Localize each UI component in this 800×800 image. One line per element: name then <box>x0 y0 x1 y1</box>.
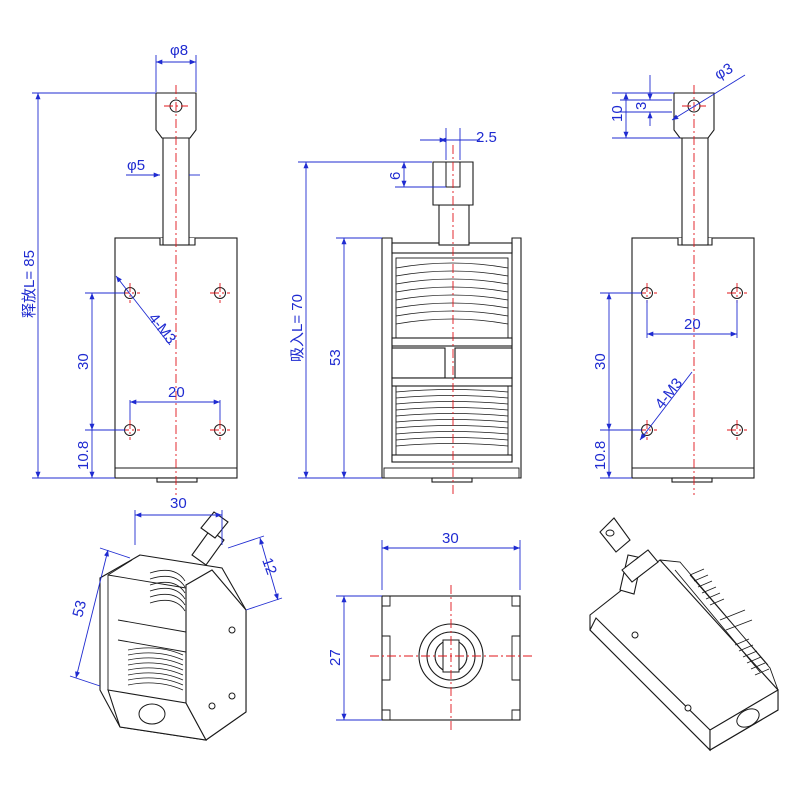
front-bottom-offset-label: 10.8 <box>75 441 92 470</box>
iso-left-width-label: 30 <box>170 495 187 512</box>
front-total-length-label: 释放L= 85 <box>21 250 38 318</box>
front-shaft-dia-label: φ5 <box>127 157 145 174</box>
side-hole-vertical-label: 30 <box>592 353 609 370</box>
section-body-height-label: 53 <box>327 349 344 366</box>
side-hole-offset-label: 3 <box>633 102 650 110</box>
side-pin-length-label: 10 <box>609 105 626 122</box>
side-hole-dia-label: φ3 <box>712 60 736 83</box>
iso-left-coils <box>127 569 186 691</box>
section-slot-depth-label: 6 <box>387 172 404 180</box>
front-pin-dia-label: φ8 <box>170 42 188 59</box>
iso-left-view: 30 12 53 <box>69 495 283 741</box>
section-view: 2.5 6 吸入L= 70 53 <box>289 128 522 495</box>
front-hole-horizontal-label: 20 <box>168 384 185 401</box>
section-total-length-label: 吸入L= 70 <box>289 294 306 362</box>
front-hole-vertical-label: 30 <box>75 353 92 370</box>
section-slot-width-label: 2.5 <box>476 129 497 146</box>
section-upper-coil <box>395 262 509 325</box>
iso-right-view <box>589 517 779 752</box>
side-bottom-offset-label: 10.8 <box>592 441 609 470</box>
front-mounting-holes <box>120 283 230 440</box>
side-view: φ3 3 10 20 30 10.8 4-M3 <box>592 60 755 495</box>
iso-left-depth-label: 12 <box>258 556 280 577</box>
bottom-view: 30 27 <box>327 530 532 730</box>
bottom-height-label: 27 <box>327 649 344 666</box>
front-view: φ8 φ5 释放L= 85 30 10.8 20 4-M3 <box>21 42 238 495</box>
side-body <box>631 237 755 479</box>
bottom-width-label: 30 <box>442 530 459 547</box>
iso-left-height-label: 53 <box>69 599 90 620</box>
side-hole-horizontal-label: 20 <box>684 316 701 333</box>
iso-right-coils <box>689 568 770 676</box>
section-lower-coil <box>395 389 509 447</box>
